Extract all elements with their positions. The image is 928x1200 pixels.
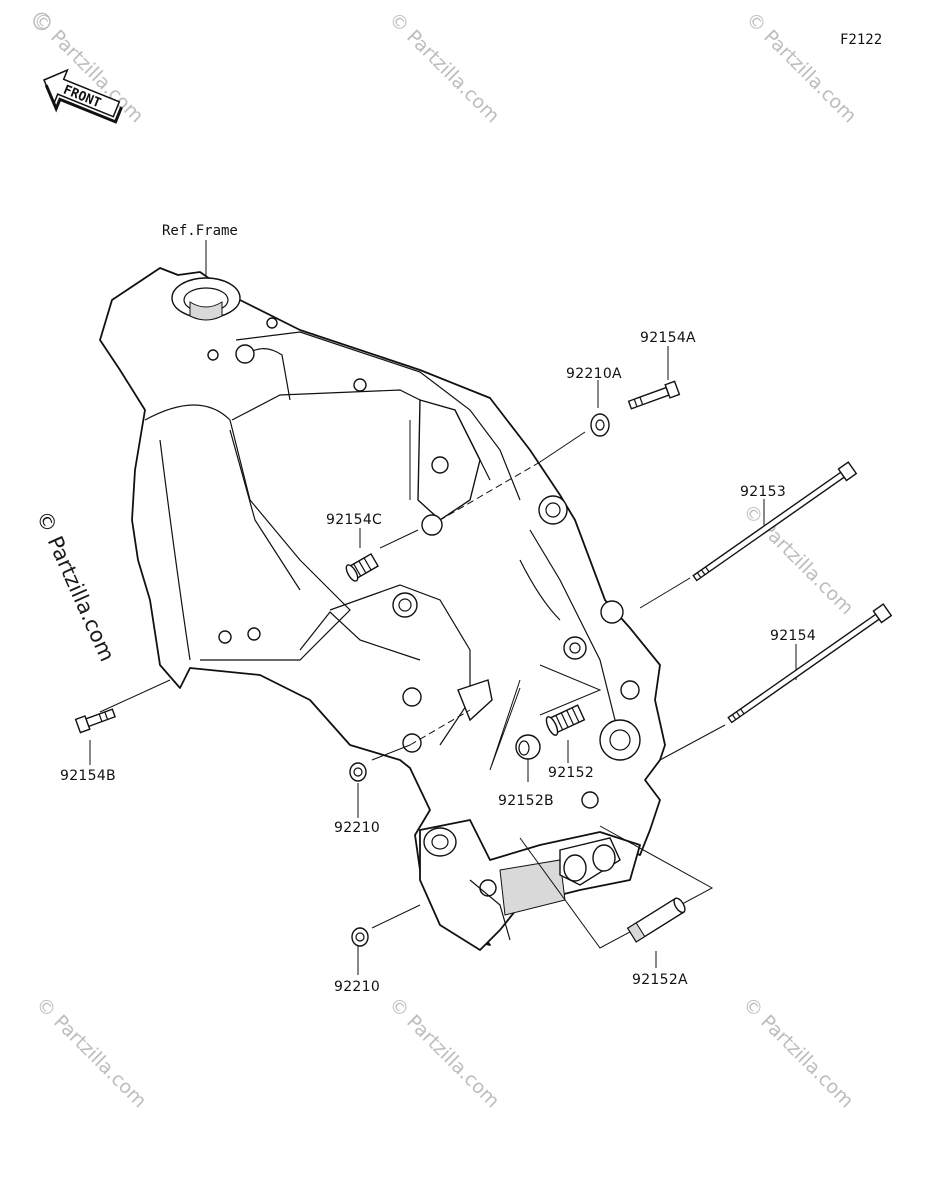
- nut-92210-upper-icon: [349, 762, 367, 782]
- bolt-92153-icon: [692, 461, 858, 582]
- leader-lines: [89, 346, 797, 975]
- spacer-92152B-icon: [515, 734, 541, 760]
- watermark: © Partzilla.com: [384, 993, 503, 1112]
- label-92154: 92154: [770, 628, 816, 644]
- label-92152A: 92152A: [632, 972, 688, 988]
- label-92154B: 92154B: [60, 768, 116, 784]
- frame-body: [99, 267, 666, 951]
- watermark: © Partzilla.com: [741, 8, 860, 127]
- bolt-92154-icon: [727, 603, 893, 724]
- watermark: © Partzilla.com: [738, 993, 857, 1112]
- collar-92152-icon: [545, 704, 586, 736]
- label-92210A: 92210A: [566, 366, 622, 382]
- label-92154A: 92154A: [640, 330, 696, 346]
- part-labels: 92154A 92210A 92153 92154C 92154 92154B …: [60, 330, 816, 995]
- label-92210-upper: 92210: [334, 820, 380, 836]
- watermark: © Partzilla.com: [31, 993, 150, 1112]
- nut-92210A-icon: [590, 413, 610, 437]
- nut-92210-lower-icon: [351, 927, 369, 947]
- fasteners: [74, 380, 893, 947]
- label-92154C: 92154C: [326, 512, 382, 528]
- label-92153: 92153: [740, 484, 786, 500]
- label-92152: 92152: [548, 765, 594, 781]
- ref-frame-label: Ref.Frame: [162, 223, 238, 239]
- bolt-92154A-icon: [627, 380, 681, 410]
- watermark: © Partzilla.com: [738, 500, 857, 619]
- bolt-92154B-icon: [74, 708, 116, 734]
- diagram-code: F2122: [840, 32, 882, 48]
- label-92152B: 92152B: [498, 793, 554, 809]
- watermark: © Partzilla.com: [384, 8, 503, 127]
- label-92210-lower: 92210: [334, 979, 380, 995]
- collar-92152A-icon: [626, 897, 686, 943]
- collar-92154C-icon: [345, 552, 379, 582]
- watermark-main: © Partzilla.com: [31, 507, 119, 665]
